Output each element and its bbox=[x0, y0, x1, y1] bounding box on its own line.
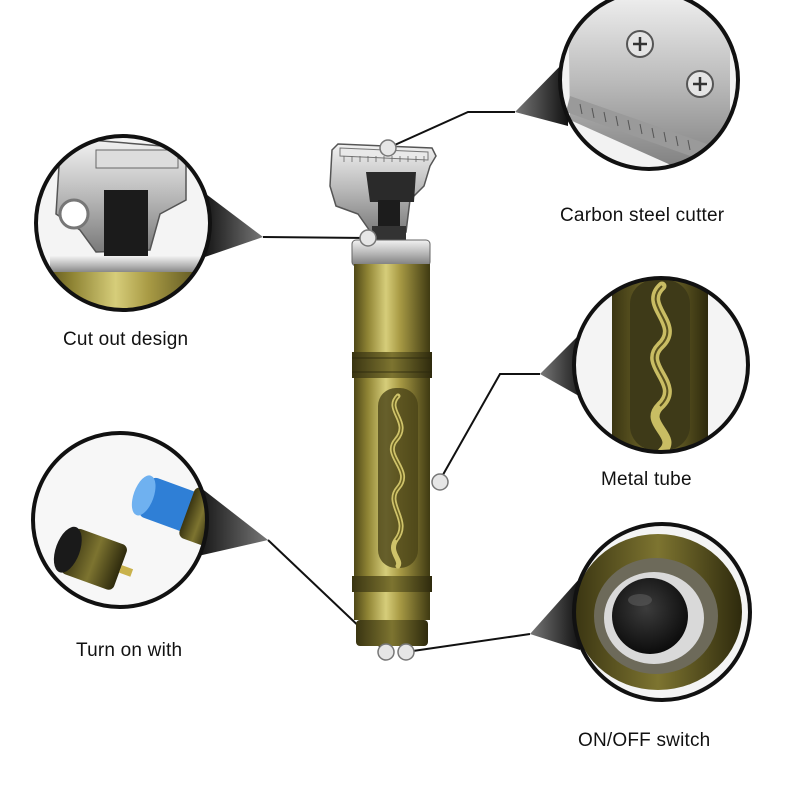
label-carbon-steel-cutter: Carbon steel cutter bbox=[560, 205, 725, 226]
label-turn-on-with: Turn on with bbox=[76, 640, 183, 661]
label-on-off-switch: ON/OFF switch bbox=[578, 730, 711, 751]
callout-cone-cut-out bbox=[202, 191, 263, 258]
callout-cone-carbon bbox=[515, 58, 568, 126]
callout-cone-switch bbox=[530, 578, 580, 650]
detail-circle-cut-out bbox=[34, 134, 212, 312]
label-metal-tube: Metal tube bbox=[601, 469, 692, 490]
trimmer-body bbox=[329, 143, 437, 646]
label-cut-out-design: Cut out design bbox=[63, 329, 189, 350]
detail-circle-metal bbox=[572, 276, 750, 454]
callout-cone-turn-on bbox=[196, 484, 268, 556]
callout-dots bbox=[359, 139, 449, 661]
detail-circle-turn-on bbox=[31, 431, 209, 609]
detail-circle-switch bbox=[572, 522, 752, 702]
detail-circle-carbon bbox=[558, 0, 740, 171]
